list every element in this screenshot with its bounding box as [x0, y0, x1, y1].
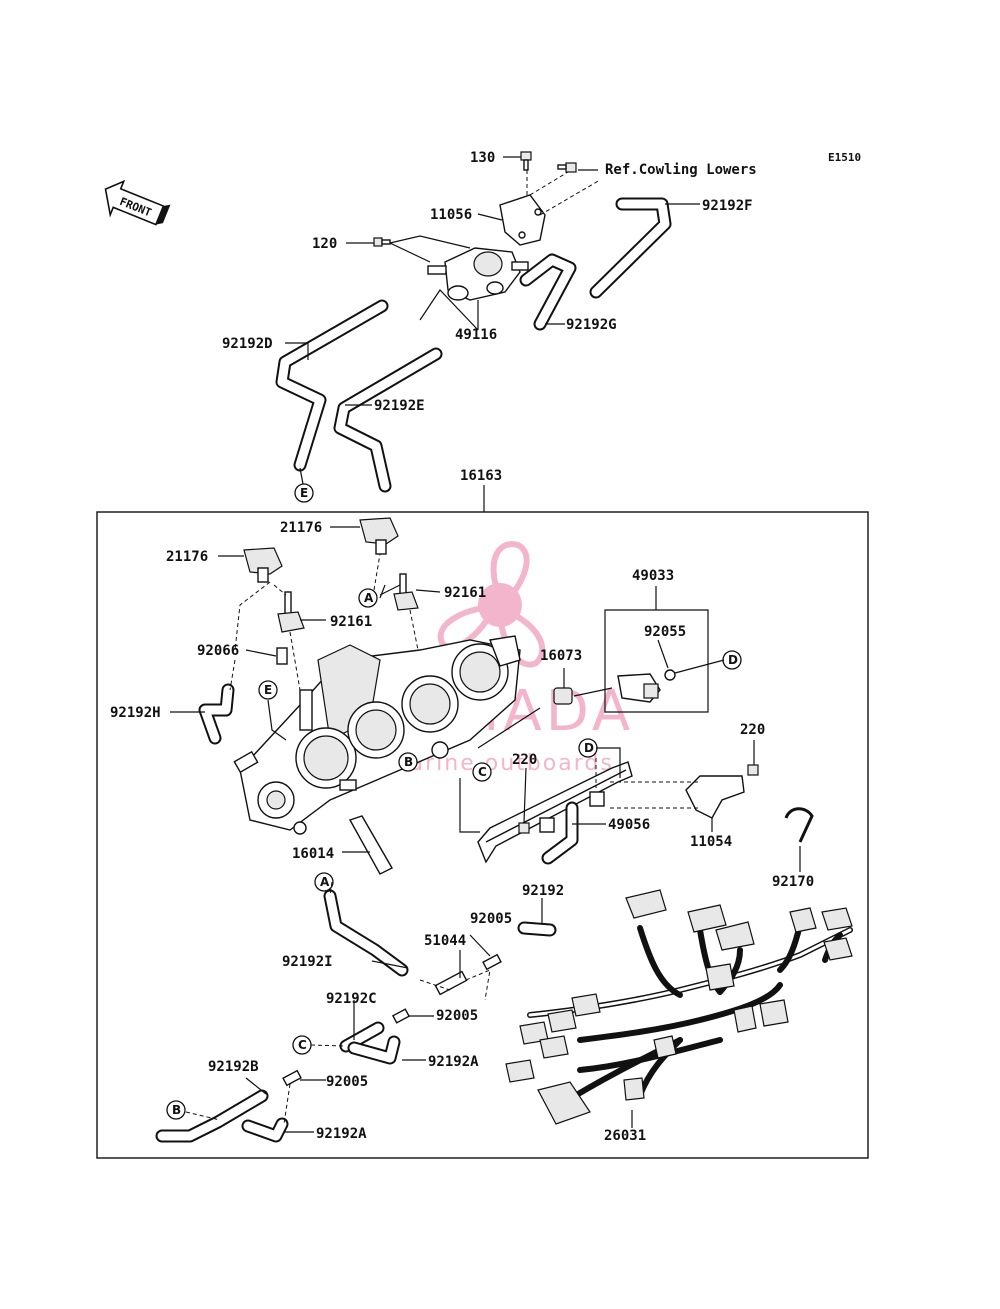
callout-a-lower: A [314, 872, 334, 892]
label-92192B: 92192B [208, 1059, 259, 1075]
fitting-92005c [282, 1069, 302, 1087]
bolt-130 [520, 151, 532, 171]
watermark-propeller-logo [437, 541, 546, 668]
label-11056: 11056 [430, 207, 472, 223]
label-16163: 16163 [460, 468, 502, 484]
svg-text:E: E [264, 683, 272, 697]
label-92161-left: 92161 [330, 614, 372, 630]
label-92192G: 92192G [566, 317, 617, 333]
label-92066: 92066 [197, 643, 239, 659]
hose-92192F [589, 197, 672, 299]
grommet-16073 [553, 687, 573, 705]
label-92192F: 92192F [702, 198, 753, 214]
bracket-11056 [499, 194, 546, 246]
callout-d-right: D [722, 650, 742, 670]
hose-92192E [333, 347, 443, 493]
hose-92192 [517, 921, 557, 937]
sensor-92161-left [277, 591, 305, 633]
hose-92192H [198, 683, 235, 745]
bracket-11054 [685, 775, 745, 819]
label-120: 120 [312, 236, 337, 252]
label-49116: 49116 [455, 327, 497, 343]
hose-92192D [275, 299, 389, 472]
label-92055: 92055 [644, 624, 686, 640]
callout-e-top: E [294, 467, 314, 503]
label-92192A-lower: 92192A [316, 1126, 367, 1142]
svg-text:B: B [404, 755, 413, 769]
bolt-220-left [518, 822, 530, 834]
hose-92192A-upper [347, 1035, 401, 1065]
sensor-92161-right [393, 573, 419, 611]
callout-e-box: E [258, 680, 278, 700]
label-220-left: 220 [512, 752, 537, 768]
wiring-harness-26031 [505, 889, 853, 1125]
label-16073: 16073 [540, 648, 582, 664]
throttle-body-16163 [233, 635, 521, 835]
callout-c-box: C [472, 762, 492, 782]
fitting-51044 [434, 970, 468, 996]
label-92170: 92170 [772, 874, 814, 890]
label-130: 130 [470, 150, 495, 166]
hose-92192G [519, 253, 577, 331]
callout-d-box: D [578, 738, 598, 758]
label-21176-left: 21176 [166, 549, 208, 565]
bolt-120 [373, 237, 391, 247]
hose-92192A-lower [241, 1117, 289, 1143]
label-92192C: 92192C [326, 991, 377, 1007]
svg-text:A: A [364, 591, 374, 605]
label-92005-upper: 92005 [470, 911, 512, 927]
front-arrow: FRONT [104, 179, 171, 226]
valve-49116 [427, 247, 529, 301]
label-49056: 49056 [608, 817, 650, 833]
label-92192H: 92192H [110, 705, 161, 721]
hose-92192I [323, 889, 409, 977]
svg-text:D: D [584, 741, 594, 755]
fitting-92005a [482, 953, 502, 971]
callout-b-lower: B [166, 1100, 186, 1120]
svg-text:A: A [320, 875, 330, 889]
label-49033: 49033 [632, 568, 674, 584]
sensor-16014 [348, 815, 393, 875]
label-92192: 92192 [522, 883, 564, 899]
svg-text:D: D [728, 653, 738, 667]
callout-a-upper: A [358, 588, 378, 608]
label-92161-right: 92161 [444, 585, 486, 601]
sensor-21176-right [359, 517, 399, 555]
callout-b-box: B [398, 752, 418, 772]
label-26031: 26031 [604, 1128, 646, 1144]
label-92192D: 92192D [222, 336, 273, 352]
label-92192A-upper: 92192A [428, 1054, 479, 1070]
label-92005-lower: 92005 [326, 1074, 368, 1090]
injector-49033 [617, 673, 661, 703]
label-92005-middle: 92005 [436, 1008, 478, 1024]
label-92192I: 92192I [282, 954, 333, 970]
fuel-rail-49056 [477, 761, 633, 865]
label-11054: 11054 [690, 834, 732, 850]
svg-text:B: B [172, 1103, 181, 1117]
label-220-right: 220 [740, 722, 765, 738]
oring-92055 [664, 669, 676, 681]
label-ref-cowling: Ref.Cowling Lowers [605, 162, 757, 178]
clamp-92170 [784, 807, 814, 843]
diagram-code: E1510 [828, 151, 861, 164]
bolt-ref [557, 162, 577, 173]
bolt-220-right [747, 764, 759, 776]
svg-text:C: C [478, 765, 487, 779]
callout-c-lower: C [292, 1035, 312, 1055]
label-51044: 51044 [424, 933, 466, 949]
sensor-21176-left [243, 547, 283, 583]
assembly-frame-16163 [96, 511, 869, 1159]
label-92192E: 92192E [374, 398, 425, 414]
svg-text:E: E [300, 486, 308, 500]
hose-92192B [155, 1089, 269, 1143]
plug-92066 [276, 647, 288, 665]
fitting-92005b [391, 1008, 411, 1024]
label-16014: 16014 [292, 846, 334, 862]
label-21176-right: 21176 [280, 520, 322, 536]
svg-text:C: C [298, 1038, 307, 1052]
